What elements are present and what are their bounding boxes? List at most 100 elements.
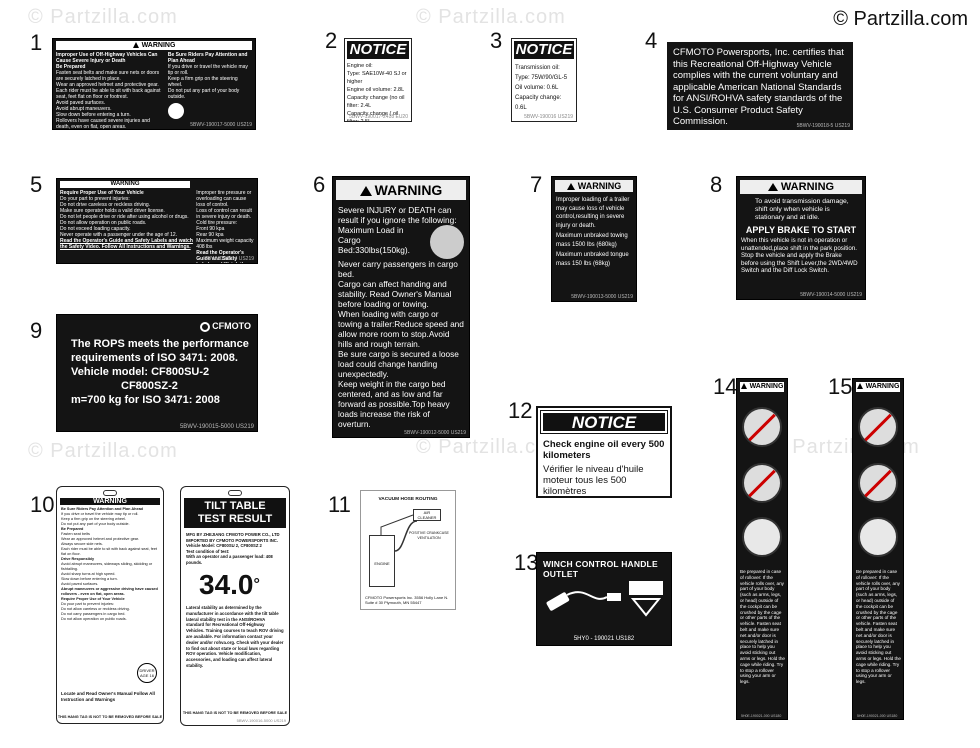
label-9-line: m=700 kg for ISO 3471: 2008	[71, 394, 220, 406]
callout-number: 14	[713, 374, 738, 399]
notice-title: NOTICE	[347, 41, 409, 59]
label-6-line: Maximum Load in Cargo Bed:330lbs(150kg).	[338, 225, 410, 255]
winch-plug-icon	[546, 581, 663, 617]
label-2-notice[interactable]: NOTICE Engine oil: Type: SAE10W-40 SJ or…	[344, 38, 412, 122]
label-5-line: Make sure operator holds a valid driver …	[60, 208, 165, 214]
label-9-line: Vehicle model: CF800SU-2	[71, 366, 210, 378]
callout-number: 9	[30, 318, 43, 343]
label-5-right-line: Front 90 kpa	[196, 226, 225, 232]
label-6-line: Be sure cargo is secured a loose load co…	[338, 349, 459, 379]
partzilla-brand[interactable]: © Partzilla.com	[833, 8, 968, 30]
label-5-line: Do not drive careless or reckless drivin…	[60, 202, 151, 208]
callout-number: 3	[490, 28, 503, 53]
label-1-subtitle: Be Prepared	[56, 64, 86, 70]
label-7-line: Maximum unbraked towing mass 1500 lbs (6…	[556, 233, 628, 248]
warning-triangle-icon	[740, 383, 747, 390]
label-10-line: Fasten seat belts	[61, 532, 90, 536]
label-5-warning[interactable]: WARNING Require Proper Use of Your Vehic…	[56, 178, 258, 264]
label-1-line: Slow down before entering a turn.	[56, 112, 131, 118]
label-1-line: Do not put any part of your body outside…	[167, 88, 240, 100]
cargo-bed-icon	[430, 225, 464, 259]
label-11-vacuum-hose[interactable]: VACUUM HOSE ROUTING AIR CLEANER POSITIVE…	[360, 490, 456, 610]
warning-triangle-icon	[359, 186, 372, 197]
label-code: 5BWV-190016 US219	[524, 114, 573, 120]
label-13-winch[interactable]: WINCH CONTROL HANDLE OUTLET 5HY0 - 19002…	[536, 552, 672, 646]
label-1-line: If you drive or travel the vehicle may t…	[167, 64, 248, 76]
label-3-notice[interactable]: NOTICE Transmission oil: Type: 75W/90/GL…	[511, 38, 577, 122]
notice-title: NOTICE	[540, 410, 668, 434]
label-5-right-line: Improper tire pressure or overloading ca…	[196, 190, 252, 208]
label-6-cargo-warning[interactable]: WARNING Severe INJURY or DEATH can resul…	[332, 176, 470, 438]
label-12-notice[interactable]: NOTICE Check engine oil every 500 kilome…	[536, 406, 672, 498]
driver-age-badge: DRIVER AGE 16	[137, 663, 157, 683]
label-2-line: Capacity change ( oil filter: 2.5L	[347, 111, 399, 122]
label-code: 5BWV-190012-5000 US219	[404, 430, 466, 436]
hang-tag-notice: THIS HANG TAG IS NOT TO BE REMOVED BEFOR…	[182, 711, 288, 715]
label-1-line: Keep a firm grip on the steering wheel.	[167, 76, 238, 88]
label-code: 5BWV-190014 US219	[205, 256, 254, 262]
label-10-hang-tag-warning[interactable]: WARNING Be Sure Riders Pay Attention and…	[56, 486, 164, 724]
label-1-col2-title: Be Sure Riders Pay Attention and Plan Ah…	[167, 52, 248, 64]
label-6-line: When loading with cargo or towing a trai…	[338, 309, 464, 349]
tilt-angle-value: 34.0°	[199, 569, 260, 600]
label-code: 5BWV-190015-5000 US219	[179, 424, 254, 430]
warning-header: WARNING	[555, 180, 633, 192]
callout-number: 4	[645, 28, 658, 53]
label-5-line: Do not allow operation on public roads.	[60, 220, 147, 226]
no-arm-outside-icon	[742, 407, 782, 447]
callout-number: 5	[30, 172, 43, 197]
label-1-warning[interactable]: WARNING Improper Use of Off-Highway Vehi…	[52, 38, 256, 130]
watermark: © Partzilla.com	[28, 6, 178, 28]
tilt-table-text: Lateral stability as determined by the m…	[186, 605, 284, 668]
label-10-line: Avoid sharp turns at high speed.	[61, 572, 116, 576]
warning-header: WARNING	[56, 41, 252, 50]
label-7-trailer-warning[interactable]: WARNING Improper loading of a trailer ma…	[551, 176, 637, 302]
callout-number: 2	[325, 28, 338, 53]
cfmoto-logo: CFMOTO	[200, 321, 251, 332]
label-8-brake-warning[interactable]: WARNING To avoid transmission damage, sh…	[736, 176, 866, 300]
label-8-line: To avoid transmission damage, shift only…	[755, 198, 849, 221]
warning-header: WARNING	[336, 180, 466, 200]
label-code: 5BWV-190016-5000 US219	[236, 718, 286, 723]
label-1-line: Wear an approved helmet and protective g…	[56, 82, 159, 88]
hold-cage-icon	[742, 517, 782, 557]
label-15-rollover-warning[interactable]: WARNING Be prepared in case of rollover:…	[852, 378, 904, 720]
label-5-right-line: Loss of control can result in severe inj…	[196, 208, 252, 220]
label-1-line: Each rider must be able to sit with back…	[56, 88, 161, 100]
label-8-line: When this vehicle is not in operation or…	[741, 237, 857, 252]
label-10-line: Do not put any part of your body outside…	[61, 522, 130, 526]
air-cleaner-box: AIR CLEANER	[413, 509, 441, 521]
watermark: © Partzilla.com	[28, 440, 178, 462]
label-10-line: If you drive or travel the vehicle may t…	[61, 512, 139, 516]
hang-hole	[103, 490, 117, 496]
pcv-label: POSITIVE CRANKCASE VENTILATION	[409, 531, 449, 540]
callout-number: 13	[514, 550, 539, 575]
label-10-intro: Be Sure Riders Pay Attention and Plan Ah…	[61, 507, 144, 511]
label-8-line: Stop the vehicle and apply the Brake bef…	[741, 252, 858, 275]
label-6-line: Never carry passengers in cargo bed.	[338, 259, 458, 279]
warning-header: WARNING	[740, 180, 862, 194]
label-10-line: Drive Responsibly	[61, 557, 95, 561]
hose-diagram	[380, 514, 418, 552]
label-10-line: Always secure side nets.	[61, 542, 103, 546]
winch-title: WINCH CONTROL HANDLE OUTLET	[543, 559, 658, 579]
callout-number: 15	[828, 374, 853, 399]
certification-text: CFMOTO Powersports, Inc. certifies that …	[673, 47, 844, 127]
label-4-certification[interactable]: CFMOTO Powersports, Inc. certifies that …	[667, 42, 853, 130]
vacuum-title: VACUUM HOSE ROUTING	[378, 497, 438, 502]
label-14-rollover-warning[interactable]: WARNING Be prepared in case of rollover:…	[736, 378, 788, 720]
label-5-line: Do your part to prevent injuries:	[60, 196, 130, 202]
label-9-line: requirements of ISO 3471: 2008.	[71, 352, 238, 364]
label-6-line: Severe INJURY or DEATH can result if you…	[338, 205, 457, 225]
warning-header: WARNING	[60, 498, 160, 505]
no-arm-outside-icon	[858, 407, 898, 447]
label-9-rops[interactable]: CFMOTO The ROPS meets the performance re…	[56, 314, 258, 432]
label-1-line: Rollovers have caused severe injuries an…	[56, 118, 150, 130]
label-code: 5BWV-190018-5 US219	[796, 123, 850, 129]
callout-number: 1	[30, 30, 43, 55]
engine-box: ENGINE	[369, 535, 395, 587]
callout-number: 11	[328, 492, 351, 517]
manufacturer-text: MFG BY ZHEJIANG CFMOTO POWER CO., LTD IM…	[186, 532, 280, 543]
label-5-title: Require Proper Use of Your Vehicle	[60, 190, 144, 196]
